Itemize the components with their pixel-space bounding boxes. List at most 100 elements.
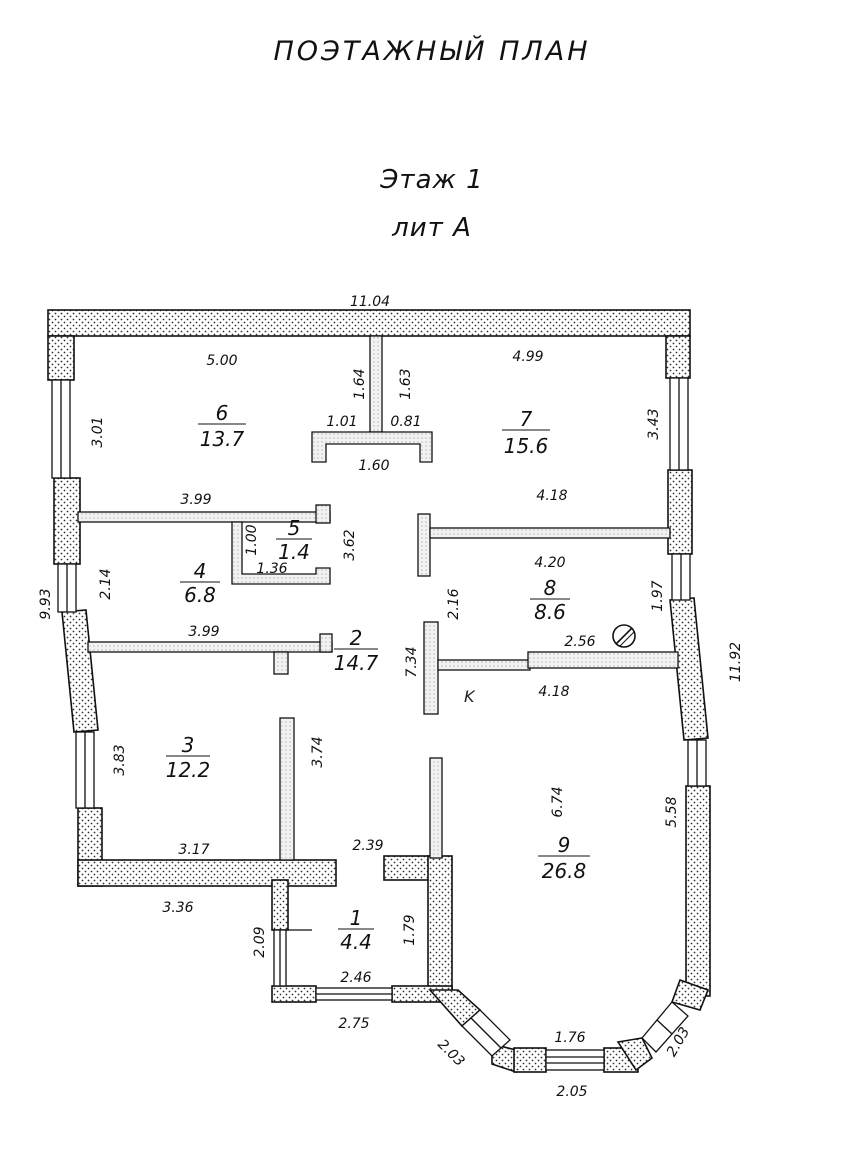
partition-2-stub xyxy=(273,651,289,675)
room-9: 9 26.8 xyxy=(538,833,590,883)
dim-r8-height-left: 2.16 xyxy=(446,588,462,619)
dim-r7-bottom: 4.18 xyxy=(536,488,567,504)
room-area: 8.6 xyxy=(534,600,566,624)
wall-bay-corner-right xyxy=(616,1037,654,1072)
room-area: 12.2 xyxy=(166,758,211,782)
dim-bay-bottom: 2.05 xyxy=(556,1084,587,1100)
room-area: 14.7 xyxy=(334,651,379,675)
plan-title: ПОЭТАЖНЫЙ ПЛАН xyxy=(273,36,591,67)
dim-stub-total: 1.60 xyxy=(358,458,389,474)
room-number: 4 xyxy=(194,559,207,583)
wall-entry-bottom-left xyxy=(271,985,317,1003)
wall-entry-right xyxy=(427,855,453,991)
dim-r7-stub-bottom: 0.81 xyxy=(390,414,421,430)
wall-right-1 xyxy=(665,335,691,379)
window-right-3 xyxy=(687,739,707,787)
window-bay-bottom xyxy=(545,1049,605,1071)
partition-3 xyxy=(279,717,295,861)
window-bay-left xyxy=(461,1009,511,1057)
dim-r4-height: 2.14 xyxy=(98,568,114,599)
dim-r6-width: 5.00 xyxy=(206,353,237,369)
lit-label: лит А xyxy=(392,213,472,243)
room-area: 15.6 xyxy=(504,434,549,458)
exterior-walls xyxy=(47,309,711,1074)
window-right-1 xyxy=(669,377,689,471)
partition-8-9 xyxy=(437,659,531,671)
room-number: 5 xyxy=(288,516,301,540)
wall-left-1 xyxy=(47,335,75,381)
room-number: 2 xyxy=(350,626,363,650)
room-3: 3 12.2 xyxy=(166,733,211,782)
dim-r8-bottom-part: 2.56 xyxy=(564,634,595,650)
partition-8-9-thick xyxy=(527,651,679,669)
dim-r6-stub-left: 1.64 xyxy=(352,368,368,399)
room-2: 2 14.7 xyxy=(334,626,379,675)
window-right-2 xyxy=(671,553,691,601)
wall-bay-right xyxy=(670,978,710,1011)
wall-top xyxy=(47,309,691,337)
dim-r8-bottom: 4.18 xyxy=(538,684,569,700)
dim-r4-bottom: 3.99 xyxy=(188,624,219,640)
partition-corridor-upper xyxy=(417,513,431,577)
dim-top-overall: 11.04 xyxy=(350,294,390,310)
partition-9-left xyxy=(429,757,443,859)
partition-7-8 xyxy=(429,527,671,539)
partition-4-bottom xyxy=(87,641,333,653)
dim-entry-bottom: 2.75 xyxy=(338,1016,369,1032)
dim-r6-height: 3.01 xyxy=(90,416,106,447)
dim-r1-bottom: 2.46 xyxy=(340,970,371,986)
interior-walls xyxy=(77,335,679,861)
wall-left-2 xyxy=(53,477,81,565)
room-number: 1 xyxy=(350,906,363,930)
note-mark: K xyxy=(464,687,476,706)
dim-outer-bottom-left: 3.36 xyxy=(162,900,193,916)
room-4: 4 6.8 xyxy=(180,559,220,607)
dim-right-overall: 11.92 xyxy=(728,642,744,682)
dim-r8-height-right: 1.97 xyxy=(650,580,666,611)
dim-r3-height: 3.83 xyxy=(112,744,128,775)
room-area: 26.8 xyxy=(542,859,587,883)
room-area: 1.4 xyxy=(278,540,310,564)
partition-4-top-end xyxy=(315,504,331,524)
room-number: 6 xyxy=(216,401,229,425)
wall-right-3 xyxy=(669,597,709,741)
dim-corridor-width: 2.39 xyxy=(352,838,383,854)
dim-r5-height: 1.00 xyxy=(244,524,260,555)
room-7: 7 15.6 xyxy=(502,407,550,458)
dim-r5-width: 1.36 xyxy=(256,561,287,577)
dim-left-overall: 9.93 xyxy=(38,588,54,619)
wall-bay-bottom-left xyxy=(513,1047,547,1073)
room-number: 3 xyxy=(182,733,195,757)
dim-r8-top: 4.20 xyxy=(534,555,565,571)
wall-bottom-left xyxy=(77,859,337,887)
floor-label: Этаж 1 xyxy=(380,165,484,195)
dim-r9-height: 6.74 xyxy=(550,786,566,817)
wall-left-3 xyxy=(61,609,99,733)
room-8: 8 8.6 xyxy=(530,576,570,624)
dim-r1-right: 1.79 xyxy=(402,914,418,945)
partition-6-7 xyxy=(369,335,383,433)
dim-r1-left: 2.09 xyxy=(252,926,268,957)
wall-right-4 xyxy=(685,785,711,997)
window-entry-left xyxy=(273,929,287,987)
dim-r7-width: 4.99 xyxy=(512,349,543,365)
room-area: 13.7 xyxy=(200,427,245,451)
partition-stub-6-7 xyxy=(311,431,433,463)
dim-r2-height: 7.34 xyxy=(404,646,420,677)
dim-r2-height-upper: 3.62 xyxy=(342,529,358,560)
windows xyxy=(51,377,707,1071)
partition-4-bottom-end xyxy=(319,633,333,653)
wall-right-2 xyxy=(667,469,693,555)
window-left-1 xyxy=(51,379,71,479)
window-entry-bottom xyxy=(315,987,393,1001)
window-left-2 xyxy=(57,563,77,613)
dim-r4-top: 3.99 xyxy=(180,492,211,508)
room-area: 4.4 xyxy=(340,930,372,954)
dim-bay-window: 1.76 xyxy=(554,1030,585,1046)
dim-r7-height: 3.43 xyxy=(646,408,662,439)
room-number: 9 xyxy=(558,833,571,857)
dim-r6-stub-bottom: 1.01 xyxy=(326,414,357,430)
dim-r9-right: 5.58 xyxy=(664,796,680,827)
dim-bay-left: 2.03 xyxy=(434,1036,467,1069)
